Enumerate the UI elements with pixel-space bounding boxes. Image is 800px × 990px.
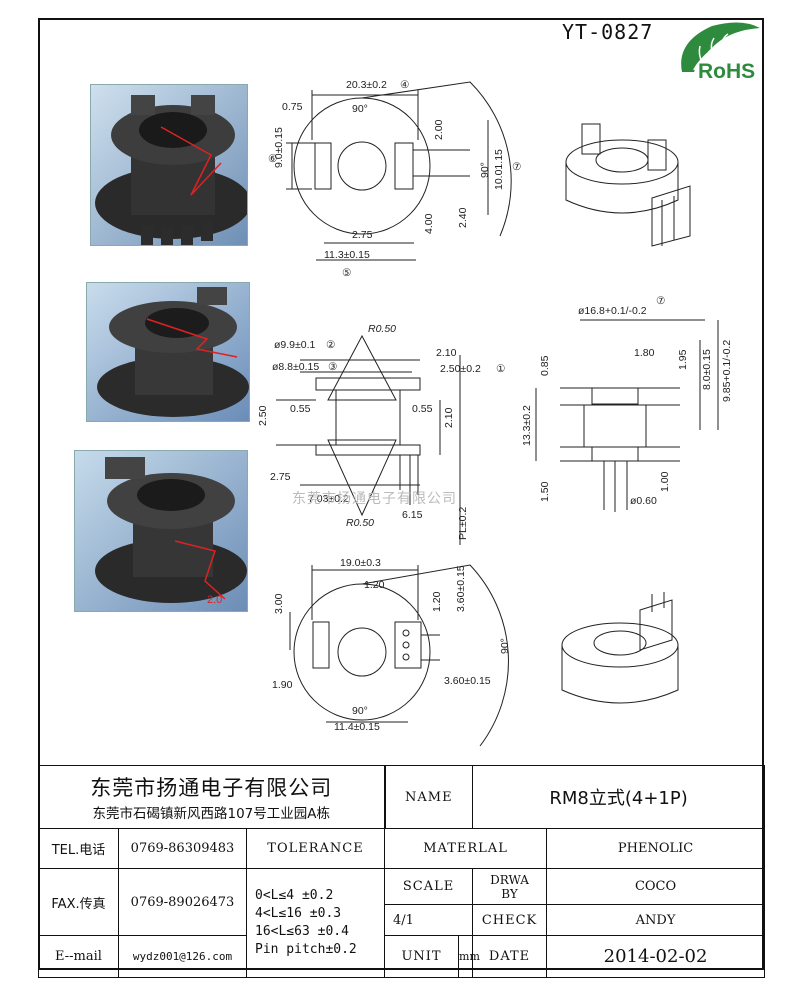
technical-drawing: 20.3±0.2 ④ 0.75 90° 9.0±0.15 ⑥ 2.00 90° …	[257, 79, 733, 747]
dim-bot-120a: 1.20	[364, 579, 385, 591]
title-block: 东莞市扬通电子有限公司 东莞市石碣镇新风西路107号工业园A栋 NAME RM8…	[37, 765, 766, 978]
dim-side-99: ø9.9±0.1	[274, 339, 316, 351]
company-address: 东莞市石碣镇新风西路107号工业园A栋	[92, 806, 331, 822]
dim-side-615: 6.15	[402, 509, 423, 521]
dim-bot-190: 1.90	[272, 679, 293, 691]
fax-value: 0769-89026473	[118, 868, 247, 936]
dim-bot-300: 3.00	[273, 593, 285, 614]
drawing-number: YT-0827	[562, 20, 654, 44]
dim-front-100: 1.00	[659, 471, 671, 492]
dim-bot-190w: 19.0±0.3	[340, 557, 381, 569]
tolerance-line-2: 4<L≤16 ±0.3	[255, 906, 342, 921]
dim-top-113: 11.3±0.15	[324, 249, 370, 261]
svg-text:2.0: 2.0	[207, 594, 222, 606]
tolerance-line-1: 0<L≤4 ±0.2	[255, 888, 334, 903]
dim-side-210b: 2.10	[443, 407, 455, 428]
dim-top-h9: 9.0±0.15	[273, 127, 285, 168]
material-label: MATERLAL	[384, 828, 548, 869]
dim-bot-90b: 90°	[352, 705, 368, 717]
dim-top-275: 2.75	[352, 229, 373, 241]
drwa-label: DRWA	[490, 872, 529, 887]
dim-note: ②	[326, 339, 336, 351]
dim-note: ⑦	[656, 295, 666, 307]
unit-value: mm	[458, 935, 480, 978]
dim-note: ⑤	[342, 267, 352, 279]
date-value: 2014-02-02	[546, 935, 766, 978]
dim-side-r050-bot: R0.50	[346, 517, 374, 529]
product-photo-2	[86, 282, 250, 422]
dim-note: ④	[400, 79, 410, 91]
dim-bot-114: 11.4±0.15	[334, 721, 380, 733]
watermark: 东莞市扬通电子有限公司	[292, 491, 457, 507]
name-value: RM8立式(4+1P)	[472, 765, 766, 829]
product-photo-3: 2.0	[74, 450, 248, 612]
dim-bot-90: 90°	[499, 638, 511, 654]
dim-side-210: 2.10	[436, 347, 457, 359]
tolerance-line-3: 16<L≤63 ±0.4	[255, 924, 349, 939]
dim-side-pl: PL±0.2	[457, 507, 469, 540]
dim-note: ①	[496, 363, 506, 375]
dim-front-150: 1.50	[539, 481, 551, 502]
dim-front-195: 1.95	[677, 349, 689, 370]
name-label: NAME	[384, 765, 474, 829]
tolerance-label: TOLERANCE	[245, 828, 386, 869]
dim-top-width: 20.3±0.2	[346, 79, 387, 91]
dim-note: ③	[328, 361, 338, 373]
email-value: wydz001@126.com	[118, 935, 247, 978]
dim-side-055b: 0.55	[412, 403, 433, 415]
product-photo-1	[90, 84, 248, 246]
dim-top-90: 90°	[479, 162, 491, 178]
company-name: 东莞市扬通电子有限公司	[90, 776, 333, 800]
dim-front-985: 9.85+0.1/-0.2	[721, 340, 733, 402]
dim-front-133: 13.3±0.2	[521, 405, 533, 446]
dim-front-180: 1.80	[634, 347, 655, 359]
dim-front-168: ø16.8+0.1/-0.2	[578, 305, 647, 317]
tolerance-line-4: Pin pitch±0.2	[255, 942, 357, 957]
check-label: CHECK	[472, 904, 548, 936]
drwa-value: COCO	[546, 868, 766, 905]
tolerance-table: 0<L≤4 ±0.2 4<L≤16 ±0.3 16<L≤63 ±0.4 Pin …	[245, 868, 386, 978]
dim-bot-360b: 3.60±0.15	[444, 675, 491, 687]
dim-note: ⑥	[268, 153, 278, 165]
dim-top-1001: 10.01.15	[493, 149, 505, 190]
dim-side-88: ø8.8±0.15	[272, 361, 319, 373]
dim-top-240: 2.40	[457, 207, 469, 228]
check-value: ANDY	[546, 904, 766, 936]
dim-side-703: 7.03±0.2	[308, 493, 349, 505]
rohs-logo: RoHS	[672, 20, 764, 83]
dim-side-250: 2.50	[257, 405, 269, 426]
dim-top-angle: 90°	[352, 103, 368, 115]
dim-bot-120b: 1.20	[431, 591, 443, 612]
dim-side-r050-top: R0.50	[368, 323, 396, 335]
tel-label: TEL.电话	[38, 828, 119, 869]
dim-bot-360a: 3.60±0.15	[455, 565, 467, 612]
fax-label: FAX.传真	[38, 868, 119, 936]
dim-front-085: 0.85	[539, 355, 551, 376]
dim-side-250b: 2.50±0.2	[440, 363, 481, 375]
by-label: BY	[501, 886, 518, 901]
rohs-text: RoHS	[698, 60, 755, 82]
email-label: E--mail	[38, 935, 119, 978]
date-label: DATE	[472, 935, 548, 978]
unit-label: UNIT	[384, 935, 460, 978]
dim-side-055a: 0.55	[290, 403, 311, 415]
dim-note: ⑦	[512, 161, 522, 173]
drwa-by-label: DRWA BY	[472, 868, 548, 905]
tel-value: 0769-86309483	[118, 828, 247, 869]
dim-top-200: 2.00	[433, 119, 445, 140]
dim-top-075: 0.75	[282, 101, 303, 113]
scale-label: SCALE	[384, 868, 474, 905]
dim-side-275: 2.75	[270, 471, 291, 483]
dim-front-80: 8.0±0.15	[701, 349, 713, 390]
scale-value: 4/1	[384, 904, 474, 936]
dim-top-400: 4.00	[423, 213, 435, 234]
material-value: PHENOLIC	[546, 828, 766, 869]
dim-front-060: ø0.60	[630, 495, 657, 507]
